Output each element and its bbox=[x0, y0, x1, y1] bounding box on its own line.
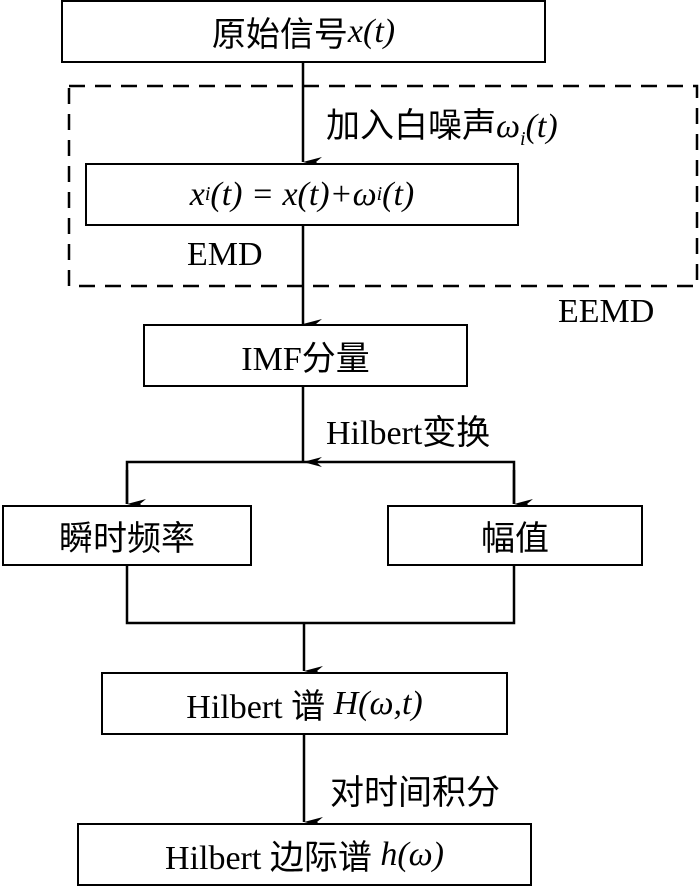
eemd-group-border bbox=[67, 84, 699, 288]
noisy-tail: (t) bbox=[382, 175, 415, 213]
emd-label: EMD bbox=[187, 236, 263, 273]
hilbert-transform-label: Hilbert变换 bbox=[326, 415, 491, 452]
noisy-rhs: (t) = x(t)+ bbox=[210, 175, 353, 213]
add-noise-text: 加入白噪声 bbox=[326, 108, 496, 145]
eemd-group-label: EEMD bbox=[558, 293, 655, 330]
branch-line bbox=[125, 460, 516, 504]
add-noise-tail: (t) bbox=[525, 108, 558, 145]
noisy-lhs: x bbox=[189, 175, 205, 213]
merge-line bbox=[125, 565, 516, 625]
imf-label: IMF分量 bbox=[241, 341, 370, 378]
noisy-omega-sub: i bbox=[376, 183, 383, 205]
marginal-spectrum-math: h(ω) bbox=[380, 835, 444, 873]
hilbert-spectrum-box: Hilbert 谱 H(ω,t) bbox=[101, 672, 508, 735]
inst-freq-label: 瞬时频率 bbox=[59, 521, 195, 558]
hilbert-spectrum-label: Hilbert 谱 bbox=[186, 689, 334, 726]
original-signal-math: x(t) bbox=[347, 12, 396, 50]
marginal-spectrum-label: Hilbert 边际谱 bbox=[165, 840, 381, 877]
amplitude-box: 幅值 bbox=[387, 505, 643, 566]
noisy-lhs-sub: i bbox=[204, 183, 211, 205]
noisy-omega: ω bbox=[352, 175, 377, 213]
add-noise-omega: ω bbox=[496, 108, 521, 145]
inst-freq-box: 瞬时频率 bbox=[2, 505, 252, 566]
original-signal-label: 原始信号 bbox=[211, 17, 348, 54]
marginal-spectrum-box: Hilbert 边际谱 h(ω) bbox=[77, 823, 532, 886]
amplitude-label: 幅值 bbox=[481, 521, 549, 558]
hilbert-spectrum-math: H(ω,t) bbox=[333, 684, 423, 722]
integrate-label: 对时间积分 bbox=[330, 775, 500, 812]
imf-box: IMF分量 bbox=[143, 324, 468, 387]
add-noise-label: 加入白噪声ωi(t) bbox=[326, 98, 558, 151]
add-noise-sub: i bbox=[520, 128, 526, 150]
